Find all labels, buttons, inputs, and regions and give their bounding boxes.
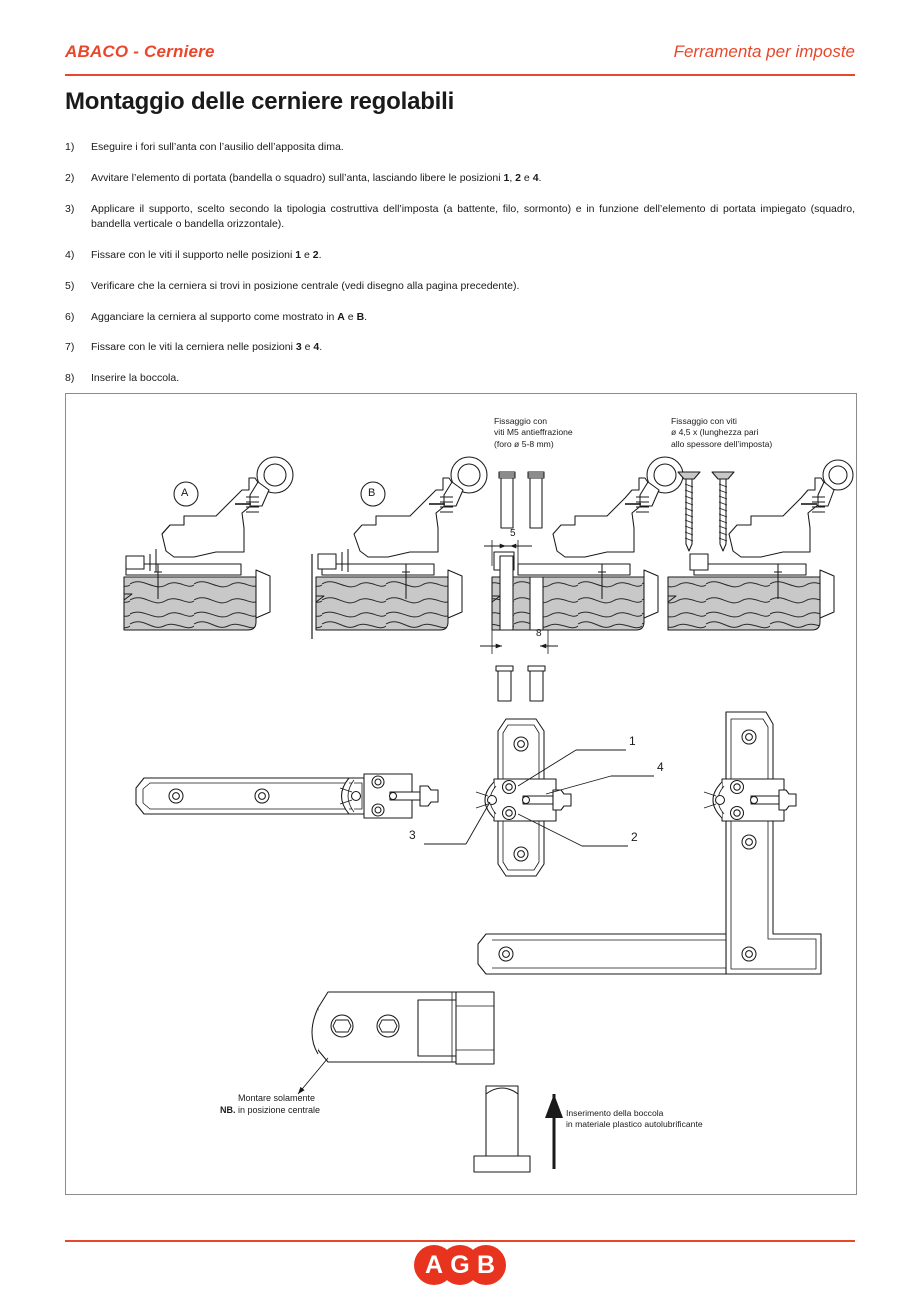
nb-note-text: Montare solamente in posizione centrale <box>238 1093 321 1116</box>
wood-screw-right <box>711 471 735 552</box>
hinge-body-detail <box>297 991 563 1173</box>
list-item-text: Agganciare la cerniera al supporto come … <box>91 310 368 323</box>
position-callout-4: 4 <box>657 760 664 774</box>
hinge-assembly-screws <box>667 459 854 631</box>
position-callout-1: 1 <box>629 734 636 748</box>
page-title: Montaggio delle cerniere regolabili <box>65 88 455 115</box>
header-left-title: ABACO - Cerniere <box>65 42 215 61</box>
position-callout-3: 3 <box>409 828 416 842</box>
callout-letter-b: B <box>368 487 376 499</box>
hinge-assembly-b <box>311 456 488 639</box>
bracket-l-squadro <box>477 711 822 975</box>
list-item: 2) Avvitare l’elemento di portata (bande… <box>65 171 855 187</box>
position-callout-2: 2 <box>631 830 638 844</box>
logo-circle-b <box>466 1245 506 1285</box>
bushing-lower-right <box>527 665 546 702</box>
figure-frame: A B Fissaggio con viti M5 antieffrazione… <box>65 393 857 1195</box>
list-item-number: 8) <box>65 372 75 384</box>
header-right-title: Ferramenta per imposte <box>673 42 855 61</box>
dimension-8: 8 <box>536 628 542 639</box>
logo-letter-g: G <box>450 1251 470 1279</box>
instruction-list: 1) Eseguire i fori sull’anta con l’ausil… <box>65 140 855 402</box>
wood-screw-left <box>677 471 701 552</box>
list-item-number: 3) <box>65 202 75 215</box>
page-header: ABACO - Cerniere Ferramenta per imposte <box>65 42 855 82</box>
list-item: 3) Applicare il supporto, scelto secondo… <box>65 202 855 234</box>
list-item: 4) Fissare con le viti il supporto nelle… <box>65 248 855 264</box>
nb-label: NB. <box>200 1092 236 1128</box>
list-item: 8) Inserire la boccola. <box>65 371 855 387</box>
m5-bolt-upper-right <box>527 471 545 529</box>
bushing-lower-left <box>495 665 514 702</box>
drawing-canvas <box>123 456 854 1173</box>
list-item: 7) Fissare con le viti la cerniera nelle… <box>65 340 855 356</box>
list-item: 6) Agganciare la cerniera al supporto co… <box>65 310 855 326</box>
hinge-assembly-m5 <box>480 456 684 702</box>
logo-letter-b: B <box>476 1251 496 1279</box>
callout-letter-a: A <box>181 487 189 499</box>
plate-vertical-callouts <box>424 718 654 877</box>
list-item-number: 4) <box>65 249 75 261</box>
note-screw-fixing: Fissaggio con viti ø 4,5 x (lunghezza pa… <box>671 416 773 449</box>
list-item-text: Applicare il supporto, scelto secondo la… <box>91 202 855 231</box>
list-item-text: Verificare che la cerniera si trovi in p… <box>91 279 520 292</box>
list-item-number: 2) <box>65 171 75 184</box>
list-item: 5) Verificare che la cerniera si trovi i… <box>65 279 855 295</box>
list-item-text: Inserire la boccola. <box>91 372 180 384</box>
footer-rule <box>65 1240 855 1242</box>
list-item-text: Eseguire i fori sull’anta con l’ausilio … <box>91 141 344 153</box>
list-item-text: Fissare con le viti la cerniera nelle po… <box>91 341 323 354</box>
header-rule <box>65 74 855 76</box>
list-item-number: 6) <box>65 310 75 323</box>
logo-letter-a: A <box>424 1251 444 1279</box>
nb-label-text: NB. <box>220 1105 236 1116</box>
note-m5-fixing: Fissaggio con viti M5 antieffrazione (fo… <box>494 416 573 449</box>
list-item-number: 7) <box>65 341 75 354</box>
strap-horizontal <box>135 773 439 819</box>
hinge-assembly-a <box>123 456 294 631</box>
agb-logo: A G B <box>414 1245 506 1285</box>
bushing-note: Inserimento della boccola in materiale p… <box>566 1108 703 1130</box>
technical-drawing: A B Fissaggio con viti M5 antieffrazione… <box>66 394 856 1194</box>
list-item-number: 5) <box>65 279 75 292</box>
list-item-text: Avvitare l’elemento di portata (bandella… <box>91 171 542 184</box>
list-item: 1) Eseguire i fori sull’anta con l’ausil… <box>65 140 855 156</box>
m5-bolt-upper-left <box>498 471 516 529</box>
dimension-5: 5 <box>510 528 516 539</box>
list-item-number: 1) <box>65 141 75 153</box>
list-item-text: Fissare con le viti il supporto nelle po… <box>91 249 322 261</box>
